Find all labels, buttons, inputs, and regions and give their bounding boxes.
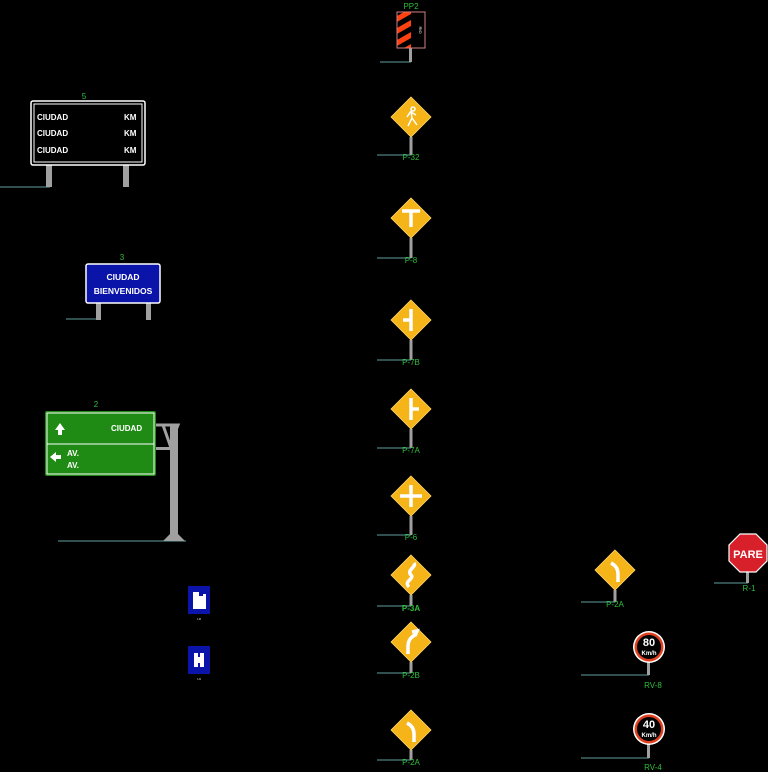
sign-code: I-8 bbox=[197, 617, 201, 621]
warning-sign: P-32 bbox=[377, 96, 432, 162]
welcome-sign-3: 3 CIUDAD BIENVENIDOS bbox=[66, 253, 161, 320]
sign-code: RV-8 bbox=[644, 681, 662, 690]
speed-value: 40 bbox=[643, 719, 655, 731]
curve-left-icon bbox=[406, 721, 416, 742]
crossroad-icon bbox=[400, 485, 422, 507]
stop-sign: PARE R-1 bbox=[714, 533, 768, 593]
sign-code: P-2A bbox=[402, 758, 420, 767]
sign-number: 3 bbox=[120, 253, 125, 262]
unit-label: KM bbox=[124, 113, 137, 122]
sign-number: 2 bbox=[94, 400, 99, 409]
sign-code: R-1 bbox=[743, 584, 756, 593]
sign-code: P-6 bbox=[405, 533, 418, 542]
city-label: CIUDAD bbox=[37, 113, 68, 122]
warning-sign: P-7B bbox=[377, 299, 432, 367]
warning-sign: P-2B bbox=[377, 621, 432, 680]
speed-unit: Km/h bbox=[642, 733, 657, 739]
delineator-text: RIO bbox=[418, 26, 423, 33]
unit-label: KM bbox=[124, 129, 137, 138]
direction-sign-2: 2 CIUDAD AV. AV. bbox=[45, 400, 186, 542]
pedestrian-icon bbox=[406, 106, 418, 127]
hazard-stripes bbox=[397, 12, 411, 48]
sign-code: RV-4 bbox=[644, 763, 662, 772]
sign-code: P-2B bbox=[402, 671, 420, 680]
service-icon bbox=[194, 653, 204, 667]
side-road-right-icon bbox=[409, 398, 419, 420]
sign-code: P-2A bbox=[606, 600, 624, 609]
unit-label: KM bbox=[124, 146, 137, 155]
city-label: CIUDAD bbox=[37, 146, 68, 155]
avenue-label: AV. bbox=[67, 449, 79, 458]
curve-right-icon bbox=[406, 628, 420, 654]
winding-road-icon bbox=[405, 561, 417, 589]
sign-code: P-7B bbox=[402, 358, 420, 367]
sign-number: 5 bbox=[82, 92, 87, 101]
side-road-left-icon bbox=[403, 309, 413, 331]
avenue-label: AV. bbox=[67, 461, 79, 470]
warning-sign: P-7A bbox=[377, 388, 432, 455]
building-icon bbox=[193, 592, 206, 609]
city-label: CIUDAD bbox=[37, 129, 68, 138]
sign-code: P-32 bbox=[403, 153, 420, 162]
destination-label: CIUDAD bbox=[111, 424, 142, 433]
sign-code: P-7A bbox=[402, 446, 420, 455]
speed-limit-sign: 80 Km/h RV-8 bbox=[581, 631, 665, 690]
service-sign: I-8 bbox=[188, 586, 210, 621]
warning-sign: P-2A bbox=[377, 709, 432, 767]
warning-sign: P-6 bbox=[377, 475, 432, 542]
speed-limit-sign: 40 Km/h RV-4 bbox=[581, 713, 665, 772]
distance-sign-5: 5 CIUDAD KM CIUDAD KM CIUDAD KM bbox=[0, 92, 146, 188]
curve-left-icon bbox=[610, 561, 620, 582]
welcome-label: BIENVENIDOS bbox=[94, 286, 153, 296]
warning-sign: P-8 bbox=[377, 197, 432, 265]
stop-text: PARE bbox=[733, 549, 763, 561]
t-junction-icon bbox=[402, 209, 420, 227]
warning-sign: P-3A bbox=[377, 554, 432, 613]
sign-code: P-3A bbox=[402, 604, 420, 613]
city-label: CIUDAD bbox=[106, 272, 139, 282]
arrow-up-icon bbox=[55, 423, 65, 435]
service-sign: I-9 bbox=[188, 646, 210, 681]
delineator-pp2: PP2 RIO bbox=[380, 2, 426, 63]
sign-code: I-9 bbox=[197, 677, 201, 681]
arrow-left-icon bbox=[50, 452, 61, 462]
sign-code: PP2 bbox=[403, 2, 419, 11]
sign-code: P-8 bbox=[405, 256, 418, 265]
warning-sign: P-2A bbox=[581, 549, 636, 609]
speed-unit: Km/h bbox=[642, 651, 657, 657]
speed-value: 80 bbox=[643, 637, 655, 649]
